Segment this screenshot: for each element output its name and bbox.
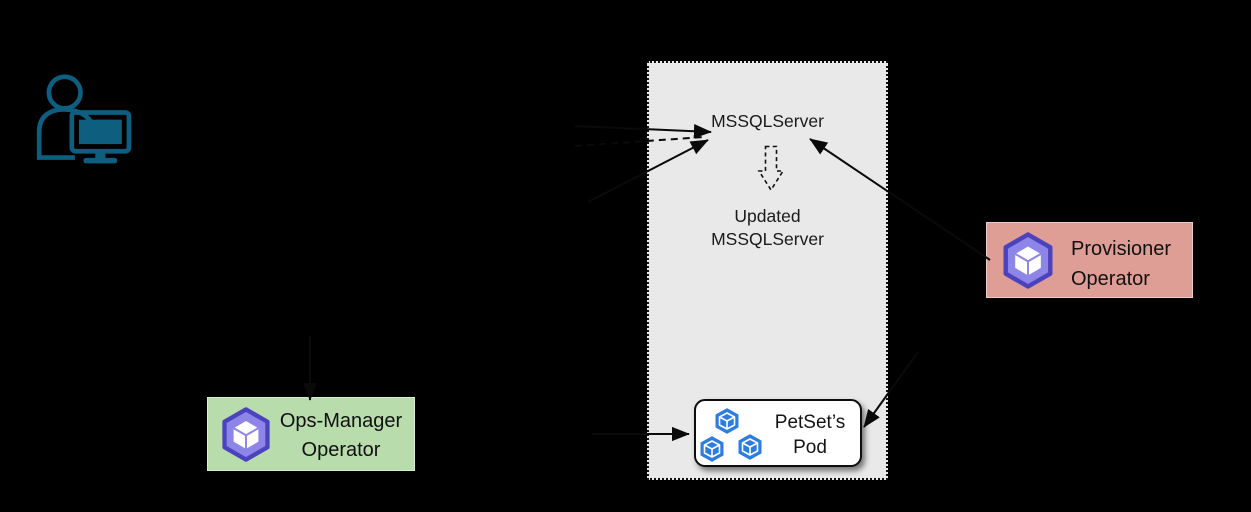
operator-icon [1003, 232, 1053, 289]
operator-icon [222, 407, 270, 462]
updated-mssqlserver-label: Updated MSSQLServer [711, 206, 824, 249]
user-with-computer-icon [36, 74, 132, 164]
pods-icon [698, 406, 764, 464]
update-dashed-arrow-icon [757, 145, 785, 192]
provisioner-operator-label: Provisioner Operator [1071, 238, 1172, 290]
mssqlserver-label: MSSQLServer [711, 111, 824, 131]
petset-pod-label: PetSet’s Pod [774, 412, 846, 458]
provisioner-operator-box: Provisioner Operator [986, 222, 1193, 298]
ops-manager-operator-box: Ops-Manager Operator [207, 397, 415, 471]
ops-manager-operator-label: Ops-Manager Operator [279, 410, 403, 461]
user-with-computer-icon [30, 63, 132, 170]
petset-pod-box: PetSet’s Pod [694, 399, 862, 467]
cluster-panel: MSSQLServer Updated MSSQLServer [647, 61, 888, 480]
